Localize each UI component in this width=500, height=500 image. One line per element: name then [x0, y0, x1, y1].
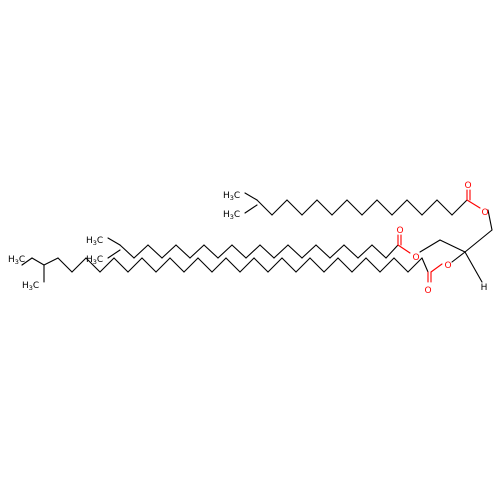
chain-2-bond: [217, 244, 233, 259]
chain-1-bond: [406, 199, 423, 216]
chain-1-bond: [421, 199, 438, 216]
chain-2-bond: [175, 244, 191, 259]
chain-3-bond: [281, 257, 297, 273]
chain-1-bond: [271, 199, 288, 216]
chain-1-bond: [346, 199, 363, 216]
chain-1-bond: [331, 199, 348, 216]
chain-2-bond: [273, 244, 289, 259]
glycerol-bond: [487, 209, 493, 231]
chain-2-bond: [147, 244, 163, 259]
chain-1-bond: [436, 199, 453, 216]
chain-3-bond: [225, 257, 241, 273]
chain-2-bond: [385, 244, 399, 259]
carbonyl-oxygen: O: [424, 286, 431, 296]
ester-oxygen: O: [444, 261, 451, 271]
bond-branch: [21, 257, 33, 266]
chain-2-bond: [371, 244, 387, 259]
chain-2-bond: [231, 244, 247, 259]
chain-2-bond: [301, 244, 317, 259]
chain-3-bond: [337, 257, 353, 273]
bond-branch: [31, 257, 45, 266]
glycerol-bond: [464, 229, 493, 253]
chain-2-bond: [357, 244, 373, 259]
chain-2-bond: [189, 244, 205, 259]
glycerol-bond: [439, 239, 466, 253]
chain-3-bond: [421, 257, 429, 273]
chain-3-bond: [113, 257, 129, 273]
methyl-group: H3C: [8, 255, 25, 266]
chain-2-bond: [329, 244, 345, 259]
chain-1-bond: [376, 199, 393, 216]
chain-1-bond: [316, 199, 333, 216]
chain-3-bond: [211, 257, 227, 273]
bond-branch: [107, 249, 121, 259]
chain-1-bond: [256, 199, 273, 216]
chain-1-bond: [286, 199, 303, 216]
ester-bond: [466, 199, 481, 209]
chain-3-bond: [57, 257, 73, 273]
chain-2-bond: [161, 244, 177, 259]
carbonyl-oxygen: O: [464, 181, 471, 191]
chain-3-bond: [99, 257, 115, 273]
bond-branch: [244, 204, 258, 214]
chain-3-bond: [239, 257, 255, 273]
chain-2-bond: [245, 244, 261, 259]
chain-3-bond: [267, 257, 283, 273]
chain-3-bond: [85, 257, 101, 273]
glycerol-bond: [451, 251, 466, 263]
ester-oxygen: O: [481, 208, 488, 218]
chain-2-bond: [287, 244, 303, 259]
chain-2-bond: [343, 244, 359, 259]
chain-3-bond: [155, 257, 171, 273]
ester-bond: [397, 244, 411, 254]
bond-layer: [21, 189, 493, 283]
chain-3-bond: [169, 257, 185, 273]
chain-3-bond: [309, 257, 325, 273]
chain-3-bond: [407, 257, 423, 273]
chain-3-bond: [197, 257, 213, 273]
chain-3-bond: [379, 257, 395, 273]
chain-1-bond: [391, 199, 408, 216]
chain-3-bond: [393, 257, 409, 273]
chain-1-bond: [451, 199, 468, 216]
glycerol-bond: [419, 239, 441, 253]
methyl-group: H3C: [22, 281, 39, 292]
chain-3-bond: [365, 257, 381, 273]
methyl-group: H3C: [223, 210, 240, 221]
ester-oxygen: O: [412, 253, 419, 263]
carbonyl-oxygen: O: [396, 226, 403, 236]
chain-3-bond: [295, 257, 311, 273]
chain-3-bond: [127, 257, 143, 273]
methyl-group: H3C: [86, 236, 103, 247]
ester-bond: [430, 263, 443, 273]
chain-2-bond: [133, 244, 149, 259]
chain-3-bond: [253, 257, 269, 273]
chain-1-bond: [361, 199, 378, 216]
bond-branch: [107, 237, 121, 246]
chain-3-bond: [71, 257, 87, 273]
methyl-group: H3C: [223, 191, 240, 202]
atom-label-layer: H3C H3C O O H3C H3C O O H3C H3C O O H: [8, 181, 489, 296]
chain-2-bond: [259, 244, 275, 259]
chain-3-bond: [351, 257, 367, 273]
chain-3-bond: [183, 257, 199, 273]
chain-2-bond: [203, 244, 219, 259]
chain-1-bond: [301, 199, 318, 216]
chain-2-bond: [315, 244, 331, 259]
chain-3-bond: [141, 257, 157, 273]
chain-3-bond: [323, 257, 339, 273]
bond-branch: [43, 257, 59, 266]
stereo-hydrogen: H: [481, 283, 488, 293]
chain-2-bond: [119, 244, 135, 259]
methyl-group: H3C: [86, 255, 103, 266]
bond-branch: [244, 192, 258, 201]
stereo-bond: [464, 251, 483, 283]
